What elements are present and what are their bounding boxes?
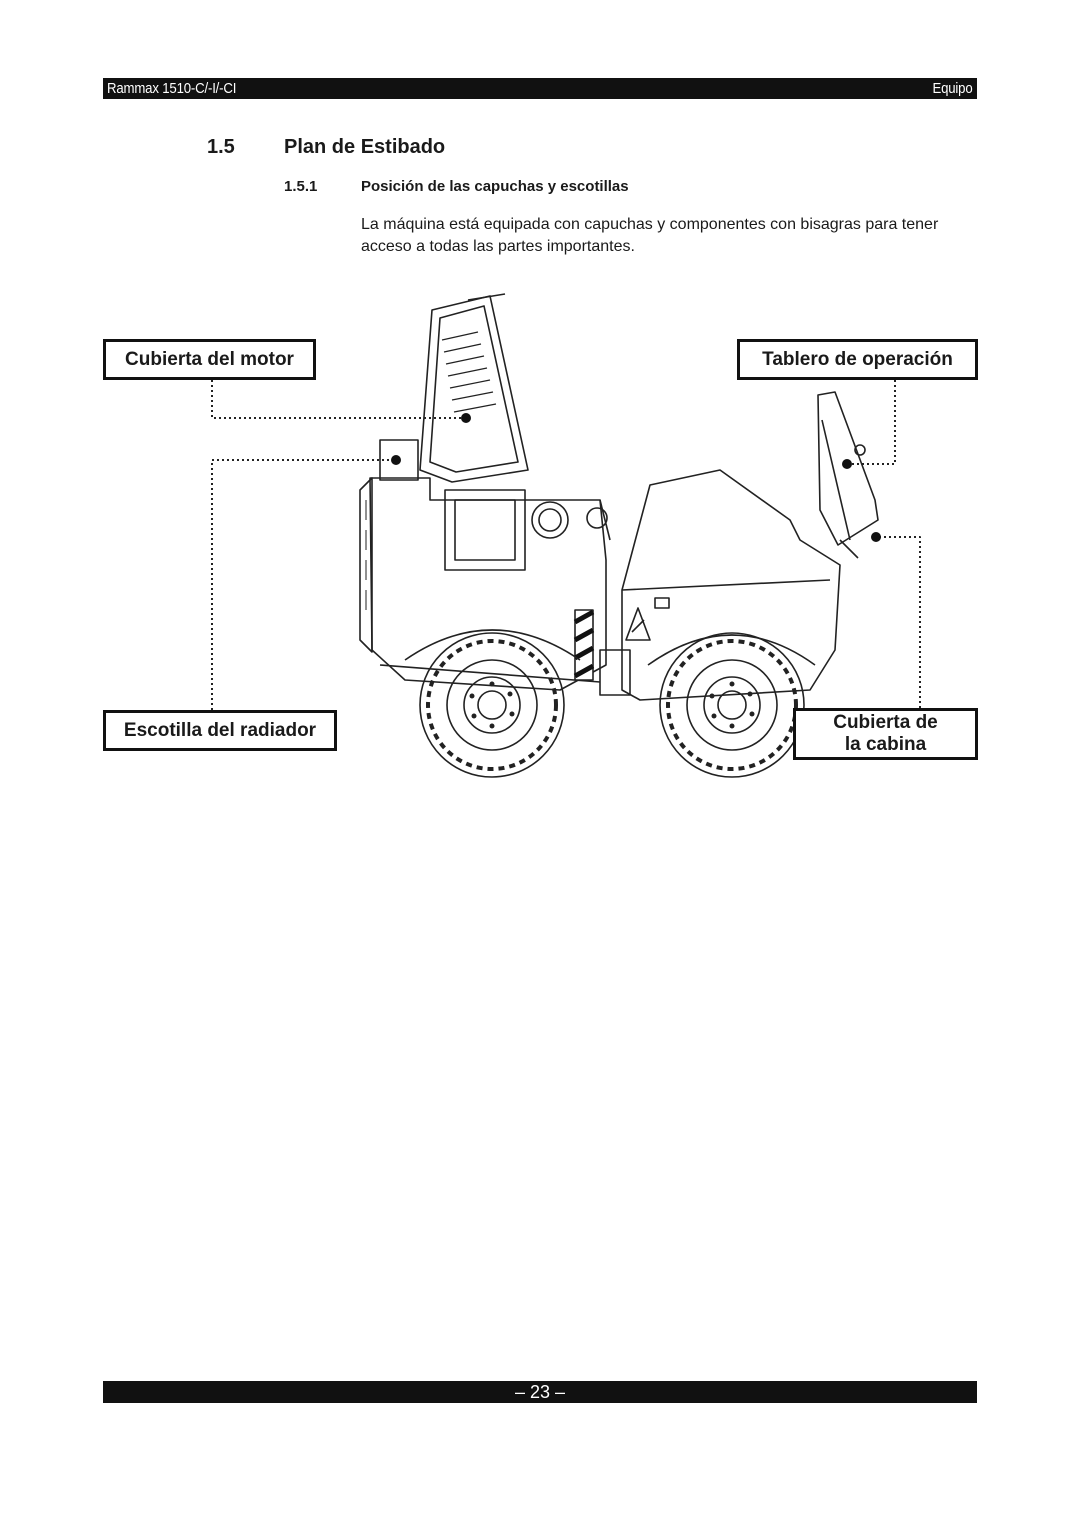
callout-control-panel: Tablero de operación bbox=[737, 339, 978, 380]
callout-control-panel-label: Tablero de operación bbox=[762, 348, 953, 370]
header-bar: Rammax 1510-C/-I/-CI Equipo bbox=[103, 78, 977, 99]
callout-cab-cover-line1: Cubierta de bbox=[833, 712, 938, 733]
front-wheel bbox=[419, 632, 565, 778]
section-number: 1.5 bbox=[207, 136, 235, 158]
callout-radiator-hatch: Escotilla del radiador bbox=[103, 710, 337, 751]
callout-radiator-hatch-label: Escotilla del radiador bbox=[123, 719, 317, 741]
section-title: Plan de Estibado bbox=[284, 136, 446, 158]
callout-engine-cover: Cubierta del motor bbox=[103, 339, 316, 380]
callout-cab-cover: Cubierta de la cabina bbox=[793, 708, 978, 760]
rear-body bbox=[621, 391, 879, 701]
footer-bar: – 23 – bbox=[103, 1381, 977, 1403]
callout-engine-cover-label: Cubierta del motor bbox=[125, 348, 294, 370]
leader-lines bbox=[211, 380, 921, 710]
body-paragraph: La máquina está equipada con capuchas y … bbox=[361, 216, 939, 255]
document-title: Rammax 1510-C/-I/-CI bbox=[107, 80, 237, 97]
page-number: – 23 – bbox=[514, 1382, 566, 1402]
leader-dots bbox=[391, 413, 881, 542]
engine-hood-raised bbox=[419, 293, 529, 483]
callout-cab-cover-line2: la cabina bbox=[844, 734, 927, 755]
subsection-number: 1.5.1 bbox=[284, 178, 318, 195]
subsection-title: Posición de las capuchas y escotillas bbox=[361, 178, 629, 195]
front-body bbox=[359, 439, 611, 691]
chapter-name: Equipo bbox=[932, 80, 973, 97]
rear-wheel bbox=[659, 632, 805, 778]
